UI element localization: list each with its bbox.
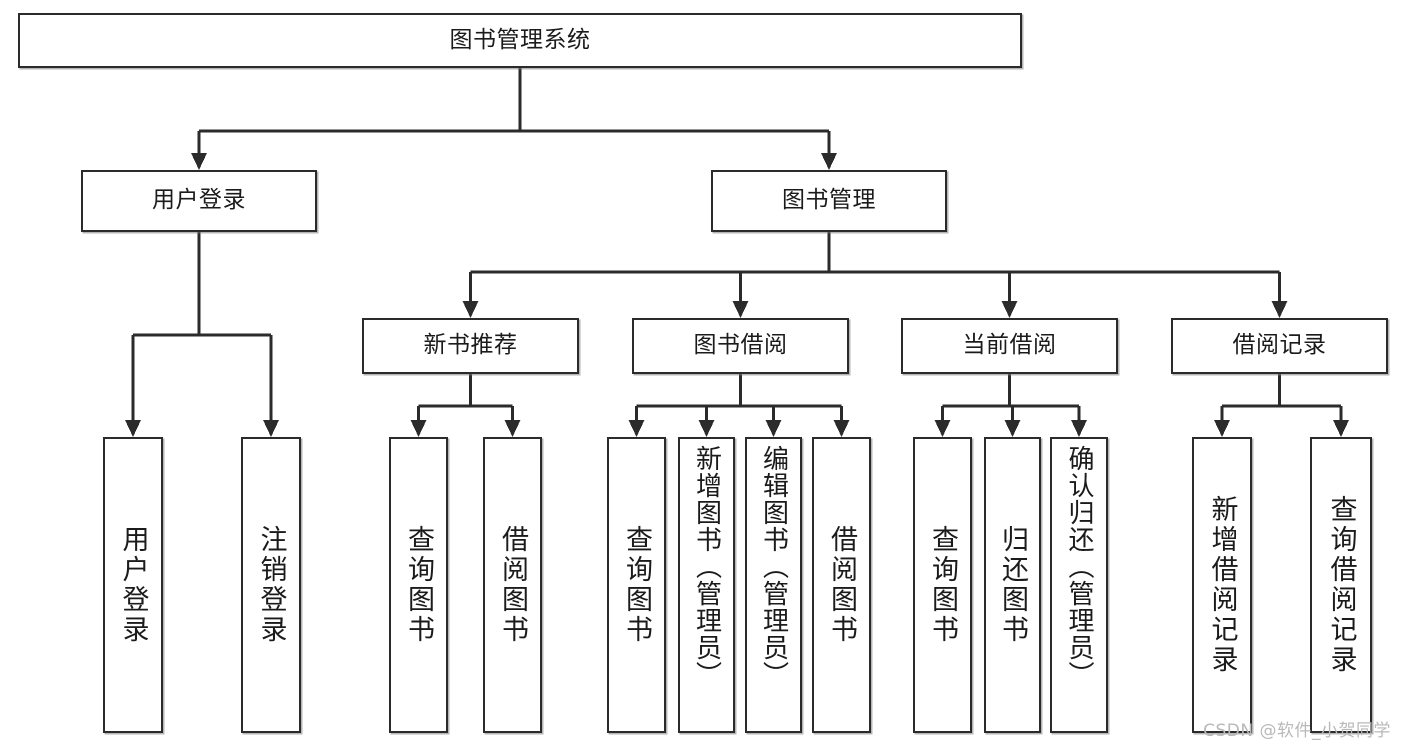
node-label-leaf-user-login: 用户登录 bbox=[117, 525, 149, 645]
node-label-leaf-bo-lend: 借阅图书 bbox=[826, 525, 857, 645]
node-leaf-rec-query[interactable]: 查询借阅记录 bbox=[1310, 437, 1372, 733]
node-leaf-user-logout[interactable]: 注销登录 bbox=[241, 437, 301, 733]
node-label-leaf-cur-return: 归还图书 bbox=[997, 525, 1028, 645]
node-leaf-cur-confirm[interactable]: 确认归还（管理员） bbox=[1050, 437, 1108, 733]
node-label-leaf-bo-query: 查询图书 bbox=[621, 525, 652, 645]
node-leaf-cur-return[interactable]: 归还图书 bbox=[984, 437, 1041, 733]
arrowhead-icon bbox=[821, 153, 837, 170]
node-label-leaf-cur-query: 查询图书 bbox=[927, 525, 958, 645]
arrowhead-icon bbox=[1071, 420, 1087, 437]
connector-group-root bbox=[191, 68, 837, 170]
node-label-leaf-cur-confirm: 确认归还（管理员） bbox=[1064, 445, 1094, 688]
node-root[interactable]: 图书管理系统 bbox=[18, 13, 1022, 68]
node-label-root: 图书管理系统 bbox=[449, 26, 591, 53]
node-label-borrow: 图书借阅 bbox=[693, 332, 788, 359]
node-leaf-bo-query[interactable]: 查询图书 bbox=[607, 437, 666, 733]
node-leaf-cur-query[interactable]: 查询图书 bbox=[913, 437, 972, 733]
connector-group-newbook bbox=[410, 374, 521, 437]
arrowhead-icon bbox=[934, 420, 951, 437]
node-login[interactable]: 用户登录 bbox=[81, 170, 317, 232]
arrowhead-icon bbox=[1333, 420, 1349, 437]
node-label-leaf-bo-edit: 编辑图书（管理员） bbox=[758, 445, 789, 688]
node-label-leaf-new-query: 查询图书 bbox=[403, 525, 434, 645]
arrowhead-icon bbox=[191, 153, 207, 170]
connector-group-bookmgmt bbox=[462, 232, 1288, 318]
arrowhead-icon bbox=[1004, 420, 1021, 437]
node-label-leaf-new-borrow: 借阅图书 bbox=[497, 525, 528, 645]
arrowhead-icon bbox=[125, 420, 141, 437]
arrowhead-icon bbox=[462, 301, 479, 318]
node-bookmgmt[interactable]: 图书管理 bbox=[711, 170, 947, 232]
node-label-leaf-bo-add: 新增图书（管理员） bbox=[691, 445, 722, 688]
node-label-current: 当前借阅 bbox=[962, 332, 1057, 359]
node-leaf-bo-add[interactable]: 新增图书（管理员） bbox=[678, 437, 735, 733]
arrowhead-icon bbox=[732, 301, 749, 318]
node-current[interactable]: 当前借阅 bbox=[901, 318, 1118, 374]
node-label-login: 用户登录 bbox=[152, 187, 246, 214]
node-label-newbook: 新书推荐 bbox=[423, 332, 518, 359]
node-label-records: 借阅记录 bbox=[1232, 332, 1327, 359]
arrowhead-icon bbox=[263, 420, 279, 437]
node-label-leaf-rec-add: 新增借阅记录 bbox=[1206, 495, 1238, 675]
arrowhead-icon bbox=[833, 420, 850, 437]
node-leaf-bo-lend[interactable]: 借阅图书 bbox=[812, 437, 871, 733]
connector-group-records bbox=[1214, 374, 1349, 437]
arrowhead-icon bbox=[410, 420, 427, 437]
connector-group-current bbox=[934, 374, 1087, 437]
arrowhead-icon bbox=[628, 420, 645, 437]
node-newbook[interactable]: 新书推荐 bbox=[362, 318, 579, 374]
node-leaf-rec-add[interactable]: 新增借阅记录 bbox=[1192, 437, 1252, 733]
node-label-leaf-user-logout: 注销登录 bbox=[255, 525, 287, 645]
node-leaf-new-query[interactable]: 查询图书 bbox=[389, 437, 448, 733]
node-label-leaf-rec-query: 查询借阅记录 bbox=[1325, 495, 1357, 675]
node-label-bookmgmt: 图书管理 bbox=[782, 187, 876, 214]
node-records[interactable]: 借阅记录 bbox=[1171, 318, 1388, 374]
arrowhead-icon bbox=[1271, 301, 1288, 318]
arrowhead-icon bbox=[1214, 420, 1230, 437]
arrowhead-icon bbox=[504, 420, 521, 437]
arrowhead-icon bbox=[1001, 301, 1018, 318]
connector-group-borrow bbox=[628, 374, 850, 437]
node-leaf-user-login[interactable]: 用户登录 bbox=[103, 437, 163, 733]
node-leaf-new-borrow[interactable]: 借阅图书 bbox=[483, 437, 542, 733]
watermark-label: CSDN @软件_小贺同学 bbox=[1203, 721, 1391, 741]
node-borrow[interactable]: 图书借阅 bbox=[632, 318, 849, 374]
connector-group-login bbox=[125, 232, 279, 437]
arrowhead-icon bbox=[765, 420, 782, 437]
arrowhead-icon bbox=[698, 420, 715, 437]
node-leaf-bo-edit[interactable]: 编辑图书（管理员） bbox=[745, 437, 802, 733]
